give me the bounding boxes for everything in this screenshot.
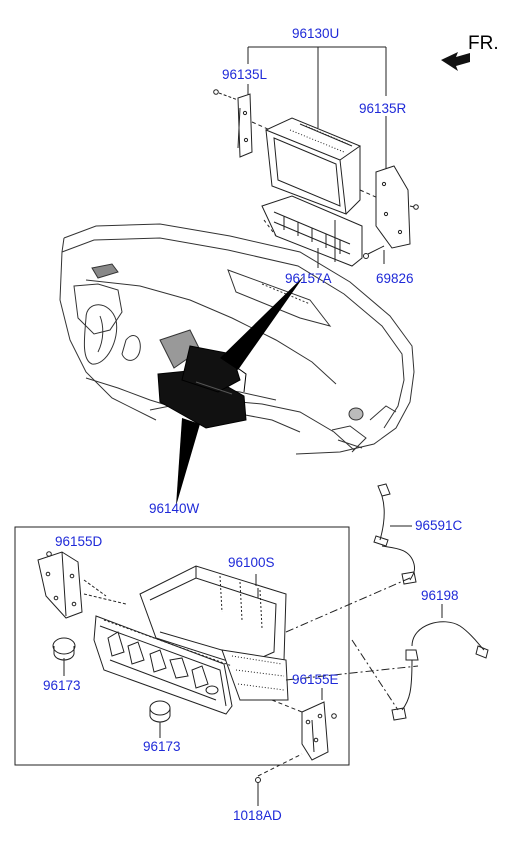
knob-lower	[149, 700, 171, 738]
callout-96198[interactable]: 96198	[421, 588, 459, 603]
callout-96100S[interactable]: 96100S	[228, 555, 275, 570]
display-module	[265, 117, 362, 215]
switch-panel-96157A	[261, 195, 363, 267]
assembly-frame	[14, 526, 350, 766]
screw-69826	[363, 245, 385, 264]
callout-96173-upper[interactable]: 96173	[43, 678, 81, 693]
audio-unit-96100S	[93, 565, 289, 715]
callout-96155D[interactable]: 96155D	[55, 534, 103, 549]
connector-lines	[285, 577, 419, 711]
usb-cable-96591C	[373, 483, 417, 585]
dashboard-outline	[59, 223, 415, 455]
callout-96135R[interactable]: 96135R	[359, 101, 407, 116]
callout-96173-lower[interactable]: 96173	[143, 739, 181, 754]
callout-96130U[interactable]: 96130U	[292, 26, 340, 41]
bracket-96135L	[213, 89, 271, 158]
callout-96135L[interactable]: 96135L	[222, 67, 268, 82]
callout-96157A[interactable]: 96157A	[285, 271, 332, 286]
pointer-wedge-top	[220, 276, 304, 370]
aux-cable-96198	[391, 604, 489, 721]
screw-1018AD	[255, 753, 303, 806]
callout-96155E[interactable]: 96155E	[292, 672, 339, 687]
knob-upper	[52, 637, 76, 676]
front-direction-label: FR.	[468, 33, 499, 54]
leader-lines-96130U	[247, 46, 387, 176]
callout-69826[interactable]: 69826	[376, 271, 414, 286]
pointer-wedge-bottom	[176, 418, 200, 506]
callout-96140W[interactable]: 96140W	[149, 501, 200, 516]
callout-1018AD[interactable]: 1018AD	[233, 808, 282, 823]
bracket-96155E	[271, 688, 337, 761]
bracket-96155D	[37, 551, 127, 619]
bracket-96135R	[359, 165, 419, 249]
front-direction-arrow	[441, 52, 470, 71]
callout-96591C[interactable]: 96591C	[415, 518, 463, 533]
